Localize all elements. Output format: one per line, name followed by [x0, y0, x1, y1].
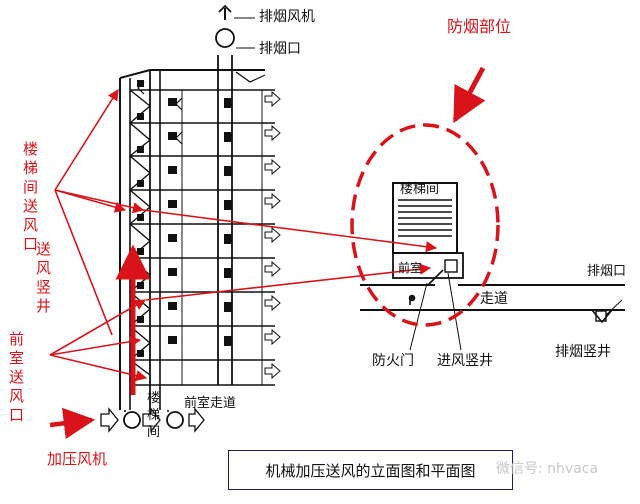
exhaust-fan-label: 排烟风机: [259, 9, 315, 25]
plan-view: [360, 182, 625, 351]
fire-door-label: 防火门: [372, 353, 414, 369]
smoke-zone-pointer: [452, 66, 486, 124]
supply-shaft-label: 送风竖井: [35, 240, 51, 315]
stairwell-plan-label: 楼梯间: [400, 182, 440, 197]
corridor-label: 走道: [480, 291, 508, 307]
smoke-zone-label: 防烟部位: [447, 17, 512, 36]
annotation-pointers: [49, 89, 438, 439]
stairwell-elevation-label: 楼梯间: [146, 391, 160, 440]
watermark-text: 微信号: nhvaca: [496, 461, 599, 477]
figure-caption: 机械加压送风的立面图和平面图: [228, 450, 513, 490]
exhaust-shaft-label: 排烟竖井: [555, 344, 611, 360]
intake-shaft-label: 进风竖井: [437, 353, 493, 369]
front-room-plan-label: 前室: [398, 261, 423, 275]
pressure-fan-label: 加压风机: [47, 450, 108, 468]
exhaust-outlet-label: 排烟口: [259, 41, 301, 57]
smoke-zone-boundary: [350, 123, 500, 327]
front-corridor-label: 前室走道: [184, 396, 237, 411]
elevation-view: [100, 4, 281, 433]
front-room-supply-outlet-label: 前室送风口: [8, 330, 24, 424]
exhaust-outlet-right-label: 排烟口: [587, 264, 627, 279]
stair-supply-outlet-label: 楼梯间送风口: [22, 140, 38, 253]
